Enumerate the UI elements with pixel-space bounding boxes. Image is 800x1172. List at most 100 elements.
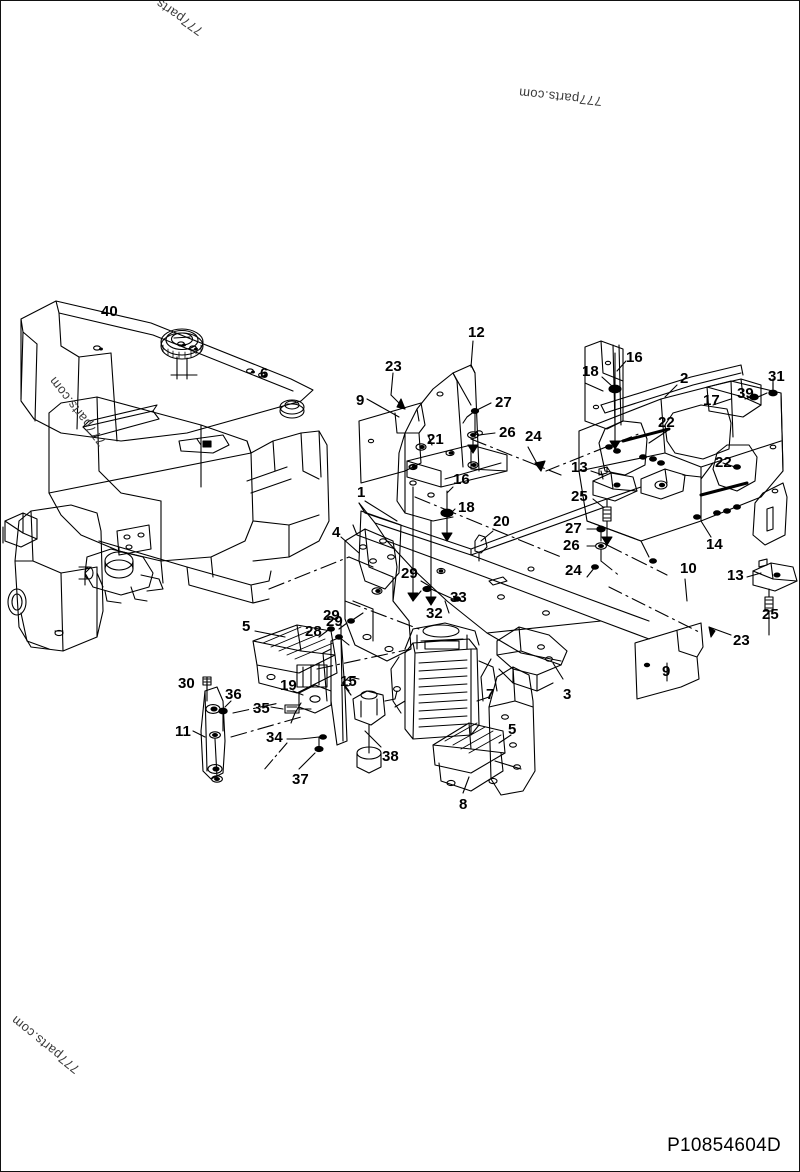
callout-16-right: 16 <box>626 349 643 366</box>
callout-12: 12 <box>468 324 485 341</box>
callout-18-right: 18 <box>582 363 599 380</box>
callout-39: 39 <box>737 385 754 402</box>
callout-29-b: 29 <box>323 607 340 624</box>
callout-27-b: 27 <box>565 520 582 537</box>
leader-25-left <box>592 498 604 508</box>
leader-34 <box>262 734 327 772</box>
fastener-16-18-left <box>440 486 456 542</box>
callout-24-b: 24 <box>565 562 582 579</box>
leader-15 <box>344 686 352 696</box>
callout-33: 33 <box>450 589 467 606</box>
step-plate-5-lower <box>432 722 506 792</box>
fastener-37 <box>298 736 324 770</box>
left-side-panel-9 <box>358 402 426 484</box>
leader-29-c <box>338 612 364 630</box>
leader-27-top <box>462 402 492 438</box>
callout-16-left: 16 <box>453 471 470 488</box>
callout-4: 4 <box>332 524 341 541</box>
callout-20: 20 <box>493 513 510 530</box>
callout-29-c: 29 <box>326 613 343 630</box>
leader-28 <box>318 626 335 638</box>
mount-pad-13-left <box>592 466 638 502</box>
callout-5-lower: 5 <box>508 721 517 738</box>
callout-15: 15 <box>340 673 357 690</box>
leader-10 <box>684 578 688 602</box>
leader-19 <box>292 690 304 696</box>
leader-23-top <box>390 372 406 410</box>
fastener-30 <box>202 676 212 702</box>
callout-9-right: 9 <box>662 663 671 680</box>
callout-7: 7 <box>486 686 495 703</box>
callout-32: 32 <box>426 605 443 622</box>
mount-pad-13-right <box>752 558 798 592</box>
leader-12 <box>470 340 474 368</box>
callout-9-left: 9 <box>356 392 365 409</box>
callout-5-upper: 5 <box>242 618 251 635</box>
callout-30: 30 <box>178 675 195 692</box>
fastener-16-18-right <box>601 352 627 450</box>
callout-19: 19 <box>280 677 297 694</box>
fuel-tank-assembly <box>2 300 330 652</box>
leader-38 <box>364 730 382 748</box>
leader-1 <box>364 500 398 522</box>
bracket-19 <box>290 684 332 724</box>
callout-10: 10 <box>680 560 697 577</box>
callout-14: 14 <box>706 536 723 553</box>
callout-26-b: 26 <box>563 537 580 554</box>
right-side-panel-9 <box>634 622 704 700</box>
leader-22-b <box>700 462 741 480</box>
callout-28: 28 <box>305 623 322 640</box>
assembly-dash-lines <box>230 438 668 738</box>
callout-37: 37 <box>292 771 309 788</box>
leader-26-top <box>467 431 496 454</box>
leader-5-upper <box>254 630 286 638</box>
deck-fastener-column <box>407 486 437 606</box>
callout-22-a: 22 <box>658 414 675 431</box>
callout-8: 8 <box>459 796 468 813</box>
part-number: P10854604D <box>667 1135 781 1156</box>
callout-13-b: 13 <box>727 567 744 584</box>
leader-8 <box>462 776 470 794</box>
lower-right-plate <box>488 666 536 796</box>
fastener-25-right <box>764 588 774 636</box>
callout-22-b: 22 <box>715 454 732 471</box>
leader-4 <box>340 536 360 554</box>
leader-13-left <box>590 470 604 476</box>
leader-21 <box>427 434 433 446</box>
callout-2: 2 <box>680 370 689 387</box>
callout-25-b: 25 <box>762 606 779 623</box>
leader-39 <box>744 396 752 400</box>
callout-23-right: 23 <box>733 632 750 649</box>
callout-34: 34 <box>266 729 283 746</box>
main-frame-deck-1 <box>344 486 650 662</box>
leader-2 <box>664 384 678 398</box>
leader-13-right <box>746 572 762 578</box>
leader-5-lower <box>498 734 512 744</box>
callout-27-top: 27 <box>495 394 512 411</box>
dash-right-panel <box>608 586 702 634</box>
callout-21: 21 <box>427 431 444 448</box>
filter-assembly-38 <box>342 676 401 774</box>
link-arm-11 <box>200 686 226 780</box>
leader-9-left <box>366 398 400 418</box>
fastener-27-26-24-right <box>586 525 622 578</box>
callout-38: 38 <box>382 748 399 765</box>
callout-17: 17 <box>703 392 720 409</box>
fastener-20 <box>474 530 494 562</box>
leader-11 <box>192 730 206 738</box>
callout-11: 11 <box>175 723 191 740</box>
callout-3: 3 <box>563 686 572 703</box>
leader-3 <box>552 662 564 680</box>
fastener-25-left <box>601 498 613 546</box>
leader-23-right <box>708 626 732 638</box>
callout-40: 40 <box>101 303 118 320</box>
callout-1: 1 <box>357 484 366 501</box>
callout-18-left: 18 <box>458 499 475 516</box>
callout-26-top: 26 <box>499 424 516 441</box>
callout-25-a: 25 <box>571 488 588 505</box>
callout-23-top: 23 <box>385 358 402 375</box>
callout-31: 31 <box>768 368 785 385</box>
leader-14 <box>640 514 712 564</box>
leader-22-a <box>648 430 668 444</box>
